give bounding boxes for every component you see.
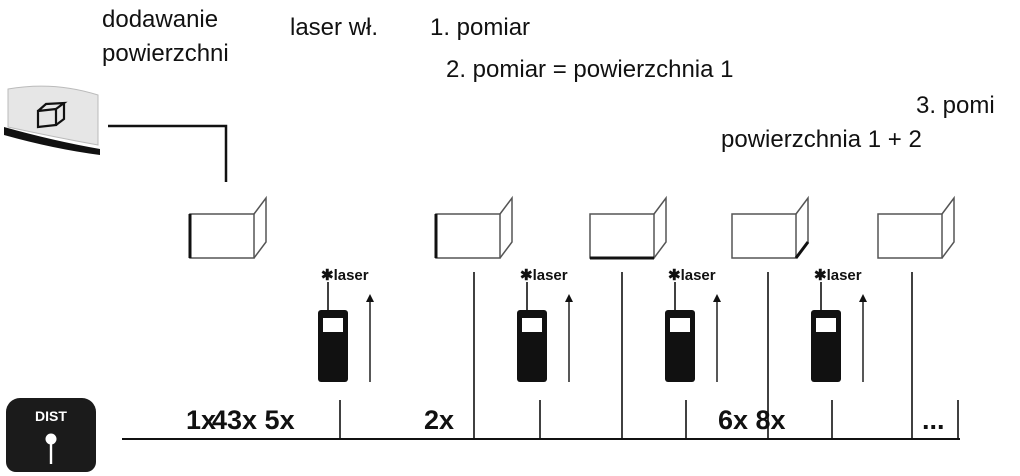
room-boxes bbox=[188, 195, 955, 260]
area-add-button[interactable] bbox=[4, 85, 102, 157]
count-4-3-5x: 43x 5x bbox=[212, 405, 295, 435]
dist-button[interactable]: DIST bbox=[6, 398, 96, 472]
label-laser-on: laser wł. bbox=[290, 14, 379, 41]
dist-button-label: DIST bbox=[35, 408, 67, 424]
device-group-2 bbox=[517, 282, 573, 382]
room-box-5 bbox=[877, 195, 955, 259]
area-add-button-shape bbox=[4, 85, 100, 155]
label-measure-3: 3. pomi bbox=[916, 92, 995, 119]
connector-line bbox=[108, 124, 228, 182]
room-box-1 bbox=[188, 195, 267, 259]
laser-point-icon bbox=[45, 433, 57, 464]
device-group-4 bbox=[811, 282, 867, 382]
laser-label-3: ✱laser bbox=[668, 267, 716, 284]
count-1x: 1x bbox=[186, 405, 217, 435]
count-6x-8x: 6x 8x bbox=[718, 405, 786, 435]
label-add-area-line1: dodawanie bbox=[102, 6, 219, 33]
room-box-2 bbox=[434, 195, 513, 259]
device-group-3 bbox=[665, 282, 721, 382]
room-box-3 bbox=[589, 195, 667, 260]
laser-label-4: ✱laser bbox=[814, 267, 862, 284]
ellipsis: ... bbox=[922, 405, 945, 435]
guide-lines bbox=[339, 272, 959, 439]
label-area-sum: powierzchnia 1 + 2 bbox=[721, 126, 922, 153]
room-box-4 bbox=[731, 195, 810, 259]
area-add-icon bbox=[36, 101, 68, 129]
count-2x: 2x bbox=[424, 405, 455, 435]
label-measure-2: 2. pomiar = powierzchnia 1 bbox=[446, 56, 734, 83]
device-group-1 bbox=[318, 282, 374, 382]
label-measure-1: 1. pomiar bbox=[430, 14, 531, 41]
laser-label-2: ✱laser bbox=[520, 267, 568, 284]
label-add-area-line2: powierzchni bbox=[102, 40, 229, 67]
laser-label-1: ✱laser bbox=[321, 267, 369, 284]
